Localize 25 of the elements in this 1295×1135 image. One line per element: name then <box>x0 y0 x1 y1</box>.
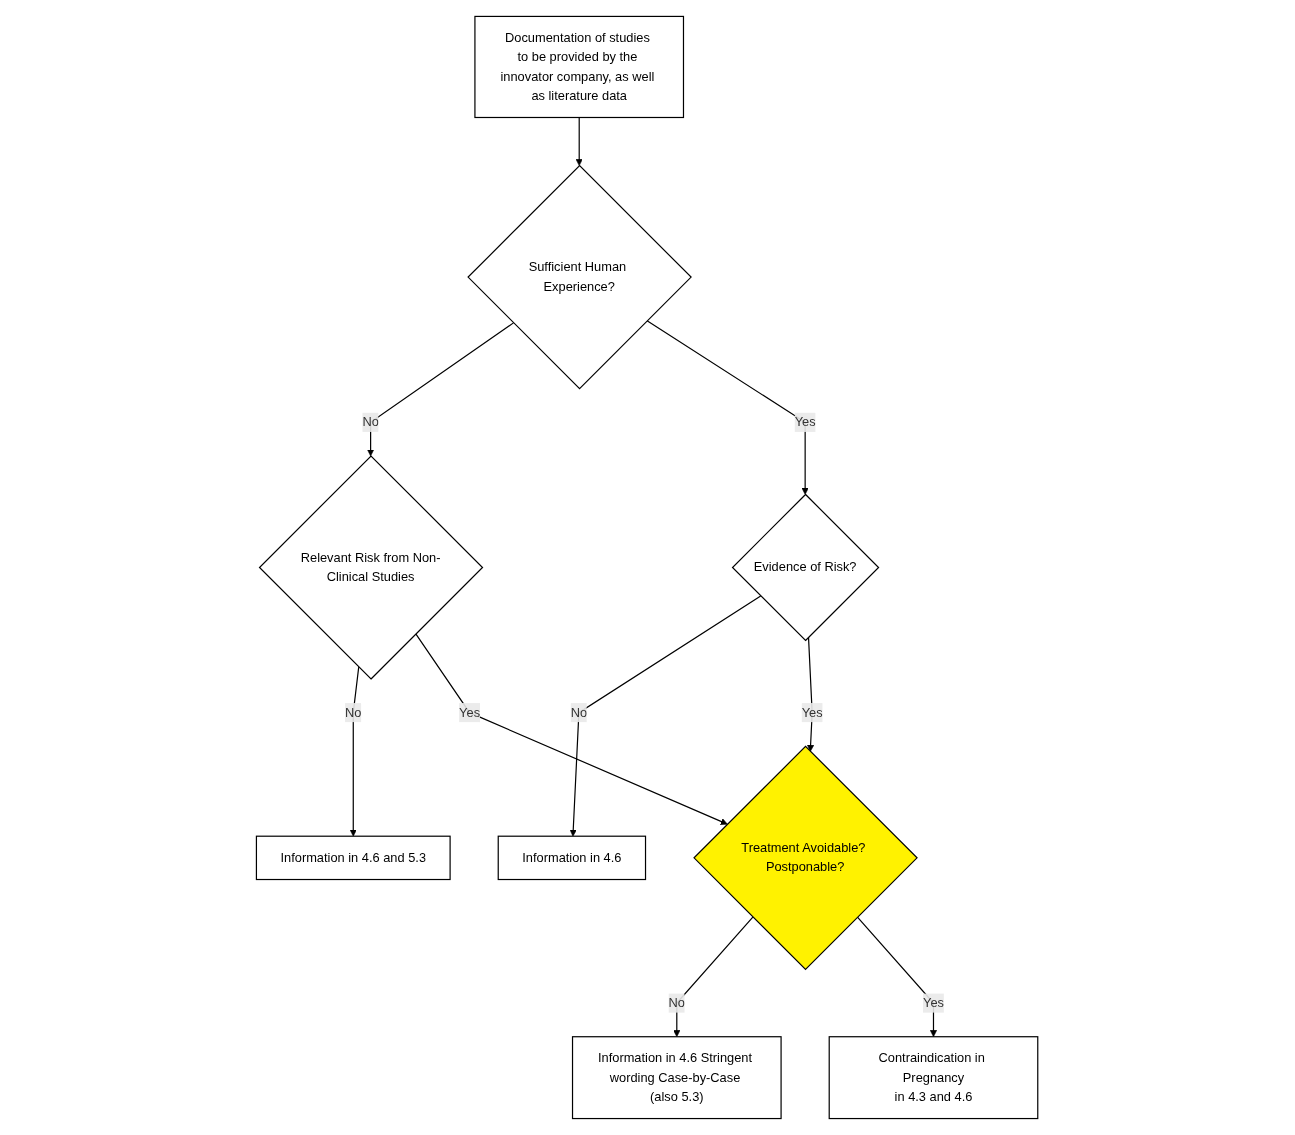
node-diamond: Evidence of Risk? <box>732 493 880 642</box>
edge-label: Yes <box>795 415 817 429</box>
node-box: Contraindication in Pregnancy in 4.3 and 4.6 <box>829 1036 1039 1120</box>
arrow <box>673 916 754 1038</box>
arrow <box>415 633 729 825</box>
edge-label: No <box>669 995 686 1010</box>
node-box: Information in 4.6 and 5.3 <box>256 835 452 881</box>
edge-label: Yes <box>923 995 945 1010</box>
edge-label: Yes <box>459 705 481 720</box>
edge-label: No <box>345 705 362 720</box>
node-diamond: Treatment Avoidable? Postponable? <box>693 745 919 971</box>
node-diamond: Sufficient Human Experience? <box>467 164 693 390</box>
arrow <box>570 595 762 837</box>
arrow <box>367 322 515 457</box>
arrow <box>350 666 360 837</box>
node-box: Information in 4.6 <box>498 835 647 881</box>
arrow <box>857 916 938 1038</box>
edge-label: No <box>362 415 380 429</box>
edge-label: Yes <box>802 705 824 720</box>
node-box: Documentation of studies to be provided by the innovator company, as well as literature data <box>474 15 685 119</box>
edge-label: No <box>571 705 588 720</box>
arrow <box>646 320 810 495</box>
arrow <box>576 116 584 166</box>
node-box: Information in 4.6 Stringent wording Case-by-Case (also 5.3) <box>572 1036 783 1120</box>
node-diamond: Relevant Risk from Non-Clinical Studies <box>259 455 484 680</box>
